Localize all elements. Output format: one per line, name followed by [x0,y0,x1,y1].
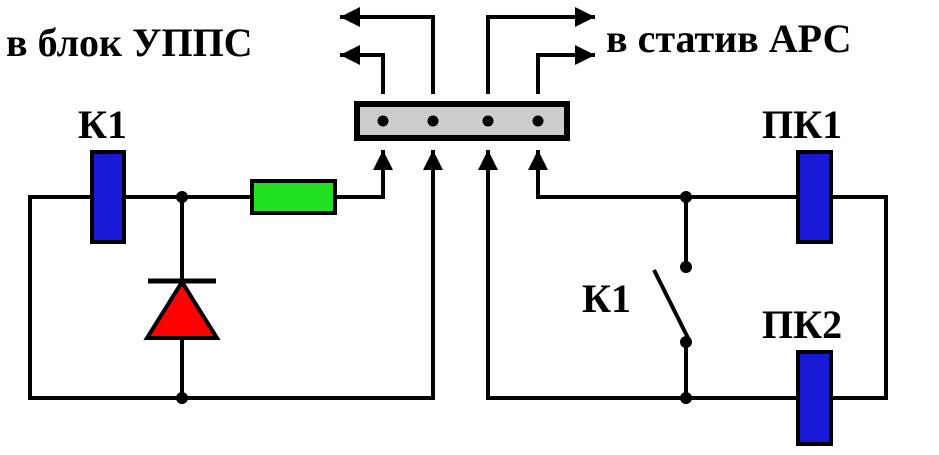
relay-coil-k1-icon [90,150,126,244]
diode-icon [143,278,221,340]
resistor-icon [250,179,337,215]
label-relay-pk2: ПК2 [762,302,842,347]
junction-dot [680,392,692,404]
junction-dot [680,191,692,203]
input-arrows [333,150,688,400]
normally-open-contact-icon [652,261,692,348]
label-to-upps: в блок УППС [6,20,253,65]
relay-coil-pk2-icon [796,350,833,446]
relay-coil-pk1-icon [796,150,833,244]
right-circuit-wires [486,195,888,400]
label-to-ars: в статив АРС [606,16,851,61]
terminal-pin-3 [482,115,494,127]
terminal-pin-2 [427,115,439,127]
junction-dot [176,191,188,203]
label-relay-k1: К1 [78,102,127,147]
terminal-pin-4 [532,115,544,127]
label-contact-k1: К1 [582,276,631,321]
junction-dot [176,392,188,404]
label-relay-pk1: ПК1 [762,102,842,147]
terminal-pin-1 [377,115,389,127]
terminal-block-icon [354,101,570,141]
output-arrows [340,7,595,94]
